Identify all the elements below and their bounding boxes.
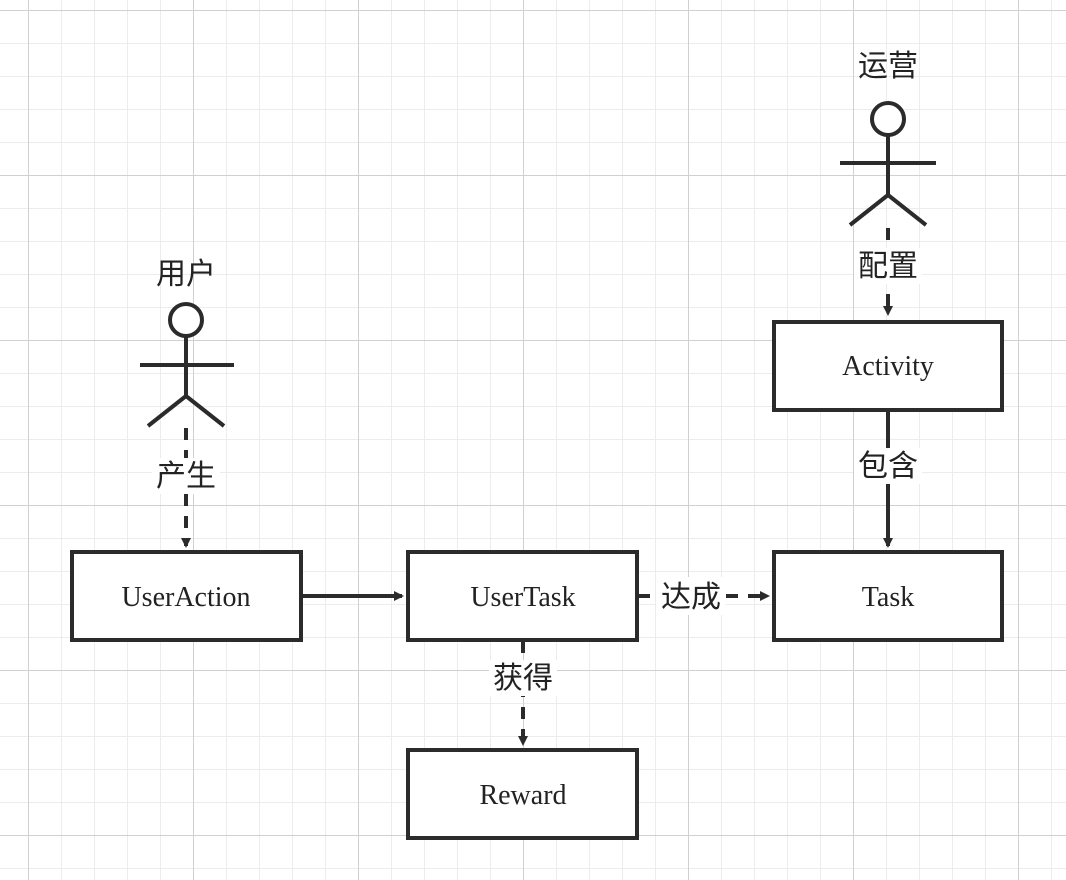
node-usertask[interactable]: UserTask [406, 550, 639, 642]
edge-configure-label: 配置 [858, 249, 918, 284]
edge-configure[interactable]: 配置 [854, 228, 922, 316]
stick-figure-icon [140, 302, 234, 428]
node-activity-label: Activity [842, 351, 934, 382]
node-activity[interactable]: Activity [772, 320, 1004, 412]
edge-contain-label: 包含 [858, 449, 918, 484]
actor-ops[interactable]: 运营 [840, 49, 936, 227]
node-usertask-label: UserTask [470, 582, 575, 613]
node-task-label: Task [862, 582, 914, 613]
edge-produce[interactable]: 产生 [152, 428, 220, 548]
node-reward-label: Reward [479, 780, 566, 811]
edge-produce-label: 产生 [156, 459, 216, 494]
node-reward[interactable]: Reward [406, 748, 639, 840]
actor-user-label: 用户 [156, 257, 216, 292]
node-useraction-label: UserAction [121, 582, 250, 613]
edge-achieve[interactable]: 达成 [638, 577, 770, 615]
edge-obtain[interactable]: 获得 [489, 641, 557, 746]
edge-achieve-label: 达成 [661, 580, 721, 615]
node-task[interactable]: Task [772, 550, 1004, 642]
edge-contain[interactable]: 包含 [854, 410, 922, 548]
actor-ops-label: 运营 [858, 49, 918, 84]
stick-figure-icon [840, 101, 936, 227]
node-useraction[interactable]: UserAction [70, 550, 303, 642]
actor-user[interactable]: 用户 [140, 257, 234, 428]
edge-obtain-label: 获得 [493, 661, 553, 696]
